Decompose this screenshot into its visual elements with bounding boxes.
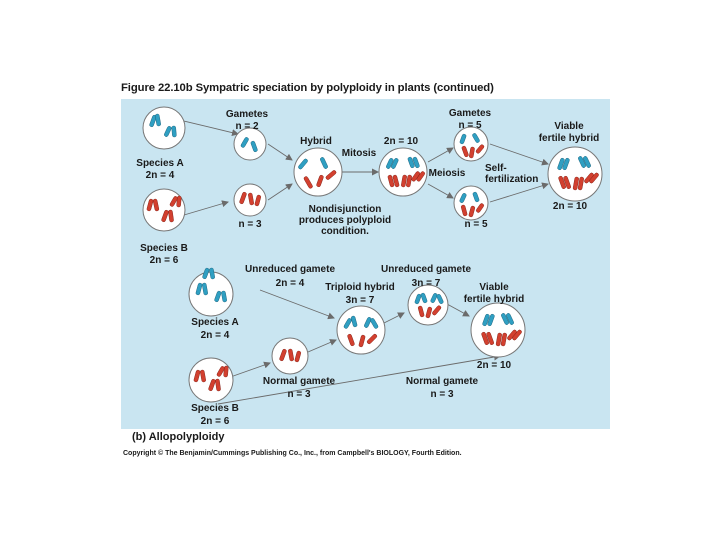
gamete-b-n: n = 3	[238, 219, 262, 230]
chromosomes	[146, 113, 599, 392]
figure-title: Figure 22.10b Sympatric speciation by po…	[121, 82, 494, 94]
cells	[142, 106, 603, 403]
normal-left-label: Normal gamete	[263, 376, 336, 387]
gametes-right-label: Gametes	[449, 108, 492, 119]
hybrid-label: Hybrid	[300, 136, 332, 147]
bottom-viable-cell	[470, 302, 526, 358]
bottom-viable-2n: 2n = 10	[477, 360, 512, 371]
triploid-cell	[336, 305, 386, 355]
unreduced-right-ploidy: 3n = 7	[412, 278, 441, 289]
bottom-species-b-label: Species B	[191, 403, 239, 414]
bottom-viable-line2: fertile hybrid	[464, 294, 525, 305]
bottom-species-b-ploidy: 2n = 6	[201, 416, 230, 427]
bottom-viable-line1: Viable	[479, 282, 509, 293]
normal-right-n: n = 3	[430, 389, 454, 400]
nondisjunction-line3: condition.	[321, 226, 369, 237]
nondisjunction-line1: Nondisjunction	[309, 204, 382, 215]
bottom-species-a-cell	[188, 271, 234, 317]
viable-hybrid-cell	[547, 146, 603, 202]
polyploid-cell	[378, 147, 428, 197]
unreduced-gamete-right-cell	[407, 284, 449, 326]
viable-2n-label: 2n = 10	[553, 201, 588, 212]
copyright-text: Copyright © The Benjamin/Cummings Publis…	[123, 449, 462, 457]
triploid-label: Triploid hybrid	[325, 282, 394, 293]
viable-line2: fertile hybrid	[539, 133, 600, 144]
normal-right-label: Normal gamete	[406, 376, 479, 387]
mitosis-label: Mitosis	[342, 148, 377, 159]
panel-caption: (b) Allopolyploidy	[132, 431, 225, 443]
unreduced-right-label: Unreduced gamete	[381, 264, 471, 275]
bottom-species-a-ploidy: 2n = 4	[201, 330, 230, 341]
gametes-left-label: Gametes	[226, 109, 269, 120]
species-a-ploidy: 2n = 4	[146, 170, 175, 181]
gamete-a-cell	[233, 127, 267, 161]
nondisjunction-line2: produces polyploid	[299, 215, 391, 226]
self-fertilization-line2: fertilization	[485, 174, 538, 185]
species-b-ploidy: 2n = 6	[150, 255, 179, 266]
bottom-labels: Unreduced gamete 2n = 4 Species A 2n = 4…	[191, 264, 524, 427]
species-b-label: Species B	[140, 243, 188, 254]
species-a-label: Species A	[136, 158, 183, 169]
self-fertilization-line1: Self-	[485, 163, 507, 174]
gametes-left-n: n = 2	[235, 121, 259, 132]
hybrid-2n-label: 2n = 10	[384, 136, 419, 147]
bottom-species-a-label: Species A	[191, 317, 238, 328]
meiosis-label: Meiosis	[429, 168, 466, 179]
gametes-right-n: n = 5	[458, 120, 482, 131]
unreduced-left-ploidy: 2n = 4	[276, 278, 305, 289]
viable-line1: Viable	[554, 121, 584, 132]
species-a-cell	[142, 106, 186, 150]
unreduced-left-label: Unreduced gamete	[245, 264, 335, 275]
gamete-lower-n: n = 5	[464, 219, 488, 230]
triploid-ploidy: 3n = 7	[346, 295, 375, 306]
arrows	[183, 120, 549, 405]
top-labels: Gametes n = 2 Species A 2n = 4 Species B…	[136, 108, 599, 266]
normal-left-n: n = 3	[287, 389, 311, 400]
